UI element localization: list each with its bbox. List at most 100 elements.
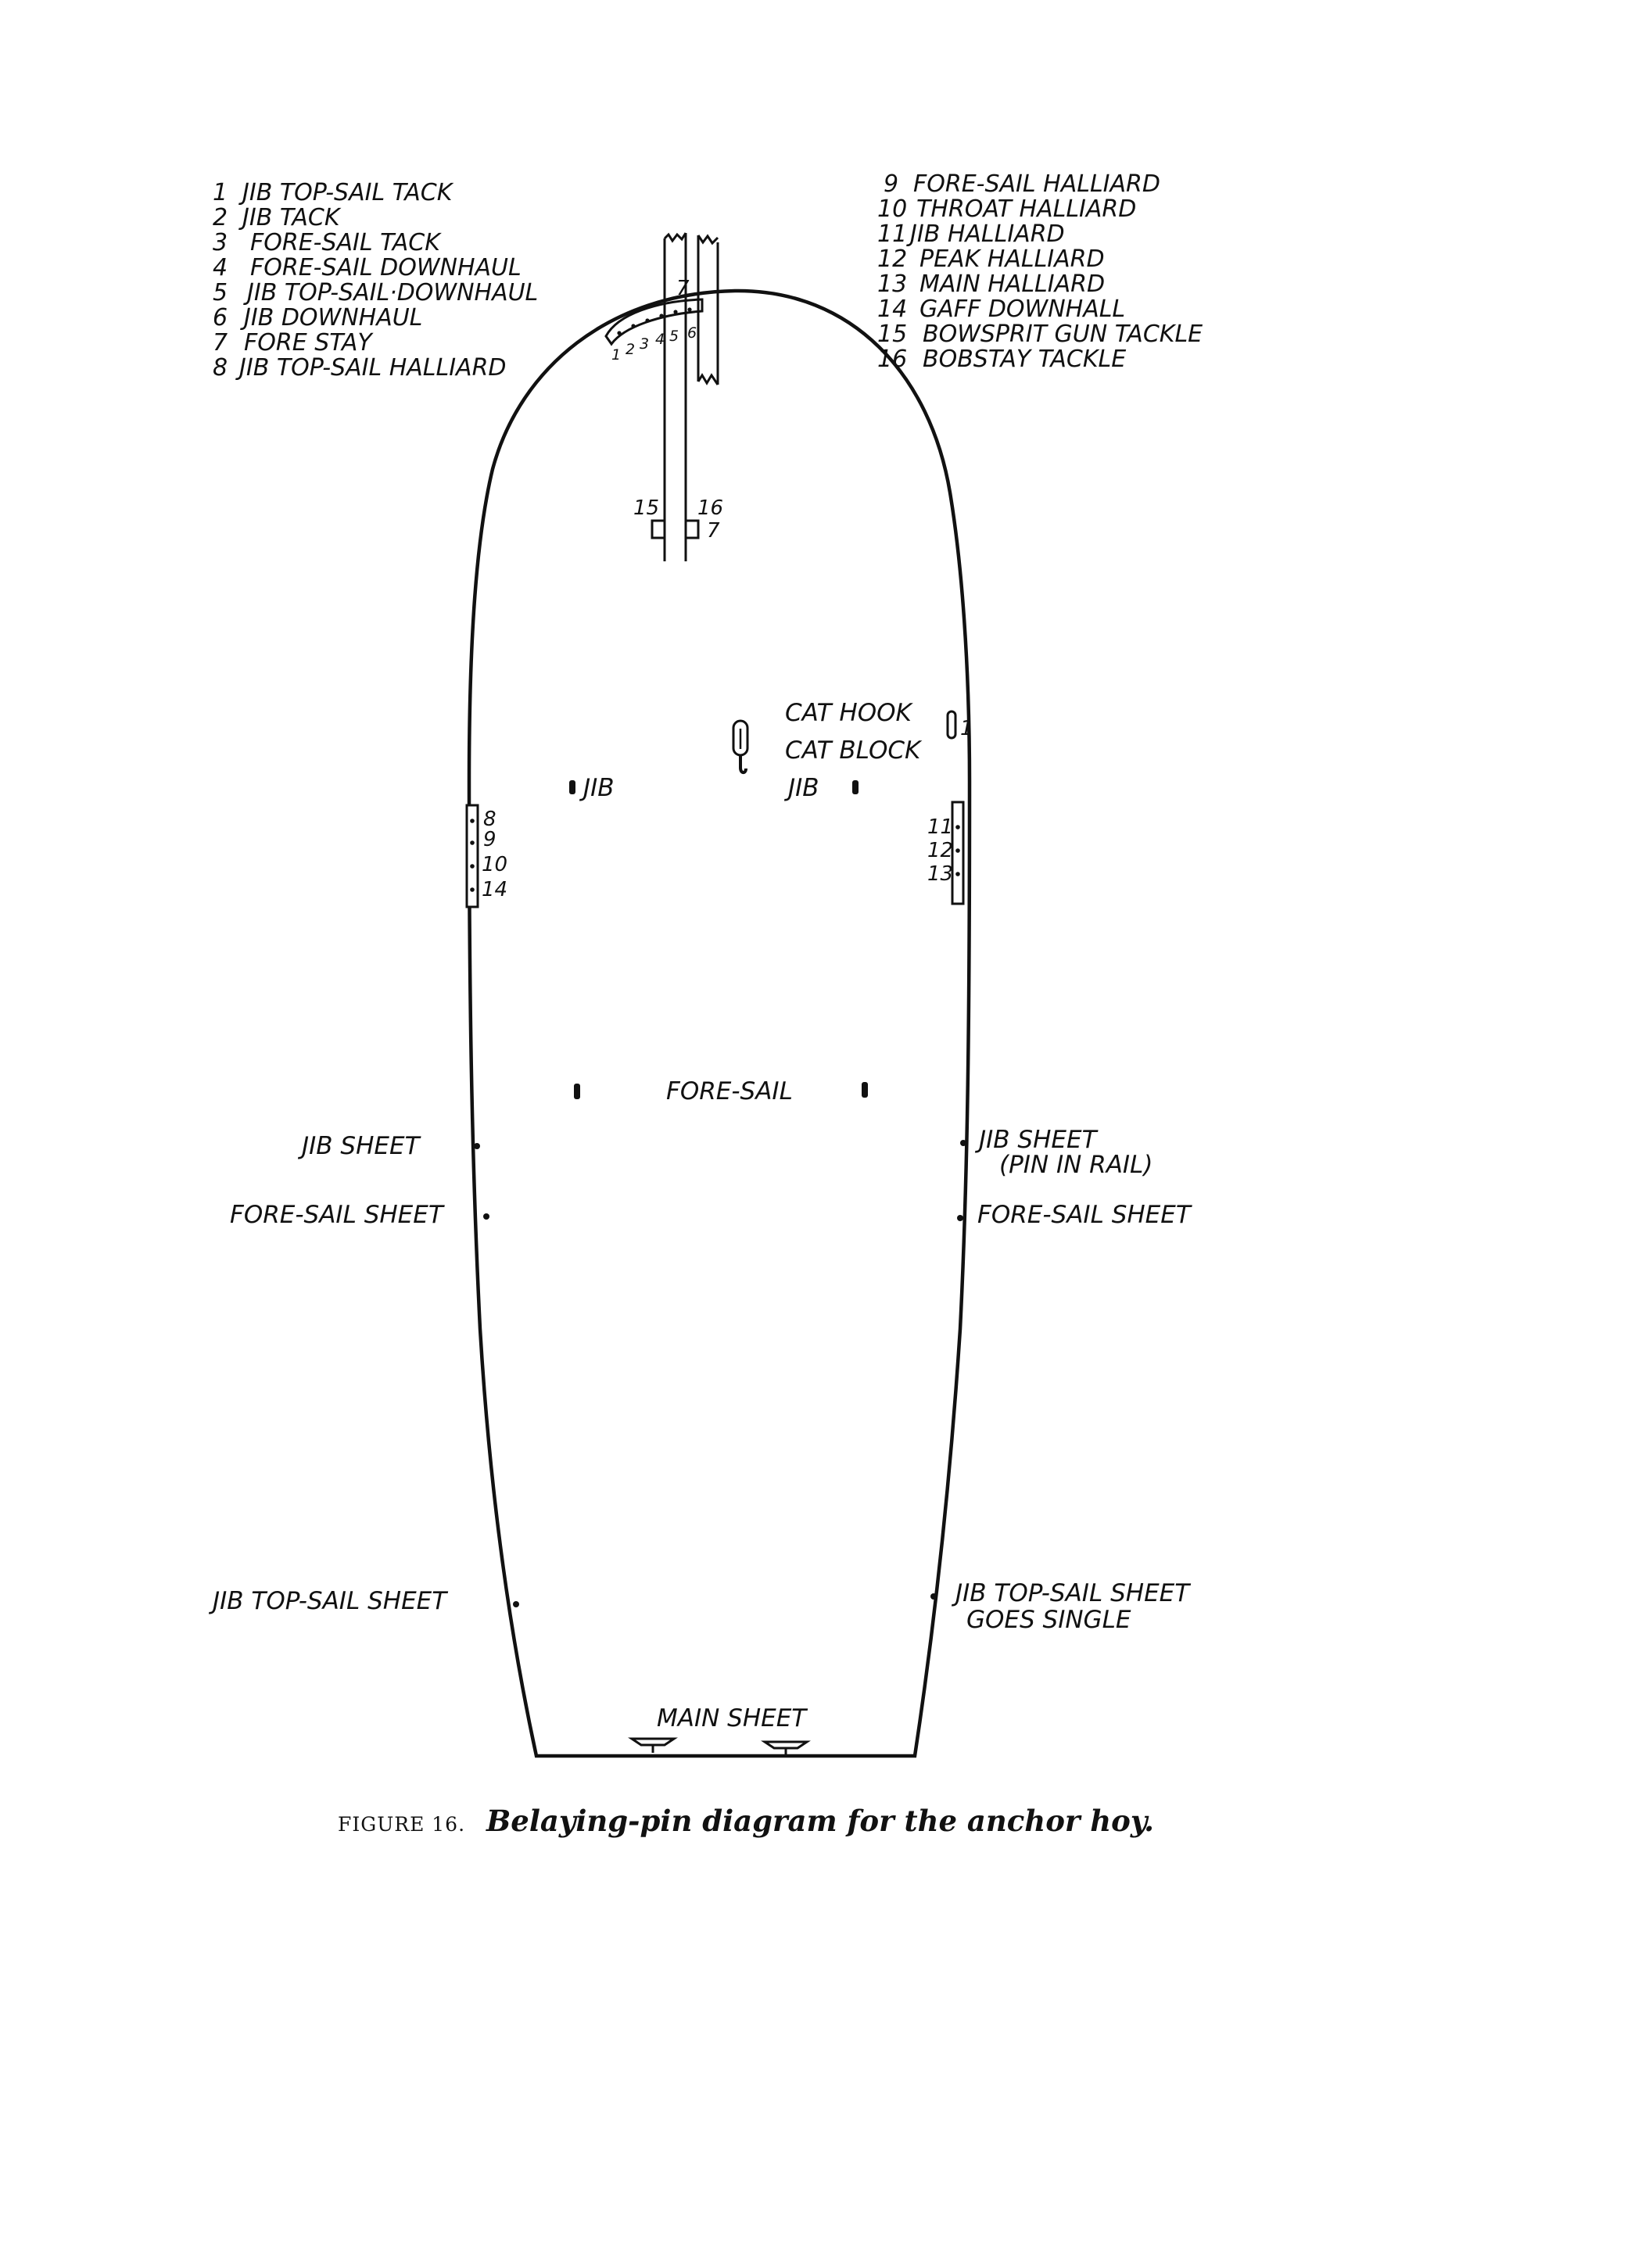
starboard-bow-pin (946, 710, 957, 740)
legend-left: 1 JIB TOP-SAIL TACK 2 JIB TACK 3 FORE-SA… (213, 179, 538, 382)
figure-caption: FIGURE 16. Belaying-pin diagram for the … (338, 1804, 1154, 1838)
right-jib-top-sail-sheet-pin (930, 1593, 937, 1600)
jib-pin-right (852, 780, 859, 794)
legend-left-number: 4 (213, 254, 228, 281)
bitt-number: 6 (687, 324, 697, 342)
caption-title: Belaying-pin diagram for the anchor hoy. (486, 1804, 1154, 1838)
legend-left-label: JIB TACK (238, 204, 342, 231)
starboard-rail-number: 13 (927, 862, 953, 886)
rail-pin (955, 848, 960, 853)
port-rail-number: 14 (482, 878, 507, 901)
legend-left-label: FORE-SAIL DOWNHAUL (250, 254, 522, 281)
bitt-pins (617, 307, 692, 335)
port-pin-rail (465, 804, 479, 908)
legend-right-number: 12 (877, 245, 907, 273)
bowsprit-stay-number: 7 (676, 277, 690, 300)
legend-left-label: JIB TOP-SAIL·DOWNHAUL (243, 279, 538, 306)
legend-right-label: THROAT HALLIARD (916, 195, 1136, 223)
legend-left-number: 8 (213, 354, 228, 382)
left-fore-sail-sheet-pin (483, 1213, 489, 1220)
left-jib-sheet-pin (474, 1143, 480, 1149)
bowsprit-timber-left (663, 232, 687, 561)
left-jib-top-sail-sheet-pin (513, 1601, 519, 1607)
bitt-number: 4 (655, 331, 665, 348)
legend-left-number: 3 (213, 229, 228, 256)
port-rail-number: 8 (483, 808, 496, 831)
fore-sail-pin-left (574, 1084, 580, 1099)
starboard-rail: 11 12 13 (927, 801, 965, 905)
legend-right-number: 9 (884, 170, 898, 198)
legend-left-label: FORE-SAIL TACK (250, 229, 442, 256)
bowsprit-left-post (651, 519, 666, 539)
bitt-numbers: 1 2 3 4 5 6 (611, 324, 697, 364)
main-sheet-label: MAIN SHEET (657, 1704, 808, 1732)
legend-left-label: JIB TOP-SAIL HALLIARD (235, 354, 507, 382)
right-fore-sail-sheet-label: FORE-SAIL SHEET (977, 1201, 1192, 1229)
bowsprit-bitt (604, 298, 704, 346)
rail-pin (470, 864, 475, 869)
legend-right-number: 13 (877, 271, 907, 298)
bowsprit-timber-right (697, 234, 719, 385)
legend-right-label: JIB HALLIARD (906, 220, 1065, 248)
legend-left-number: 1 (213, 179, 228, 206)
port-rail-number: 10 (482, 853, 507, 876)
left-fore-sail-sheet-label: FORE-SAIL SHEET (230, 1201, 445, 1229)
left-jib-sheet-label: JIB SHEET (297, 1132, 421, 1160)
bitt-pin (673, 310, 678, 314)
legend-left-label: FORE STAY (244, 329, 374, 357)
bowsprit-right-post (684, 519, 700, 539)
rail-pin (470, 840, 475, 845)
fore-sail-pin-right (862, 1082, 868, 1098)
bitt-number: 2 (626, 341, 635, 358)
port-rail-number: 9 (483, 828, 496, 851)
main-sheet-cleats (628, 1737, 811, 1756)
legend-right-label: BOWSPRIT GUN TACKLE (923, 321, 1203, 348)
main-sheet-cleat-right (761, 1740, 811, 1750)
bitt-number: 1 (611, 346, 621, 364)
legend-right-label: FORE-SAIL HALLIARD (913, 170, 1160, 198)
cat-hook (732, 719, 749, 775)
bitt-pin (645, 318, 650, 323)
rail-pin (470, 887, 475, 892)
bowsprit-right-post-number: 16 (697, 496, 723, 520)
bitt-pin (617, 331, 622, 335)
legend-right-number: 10 (877, 195, 907, 223)
legend-right: 9 FORE-SAIL HALLIARD 10 THROAT HALLIARD … (877, 170, 1203, 373)
left-jib-top-sail-sheet-label: JIB TOP-SAIL SHEET (208, 1587, 448, 1615)
right-jib-sheet-pin (960, 1140, 966, 1146)
cat-hook-label: CAT HOOK (785, 699, 913, 727)
bowsprit-left-post-number: 15 (633, 496, 659, 520)
legend-left-number: 2 (213, 204, 228, 231)
rail-pin (955, 825, 960, 829)
legend-right-label: MAIN HALLIARD (919, 271, 1105, 298)
right-fore-sail-sheet-pin (957, 1215, 963, 1221)
bitt-pin (659, 314, 664, 318)
legend-left-number: 5 (213, 279, 228, 306)
starboard-rail-number: 11 (927, 815, 953, 839)
legend-right-number: 14 (877, 296, 907, 323)
bitt-pin (631, 324, 636, 328)
jib-right-label: JIB (783, 774, 819, 802)
cat-block-label: CAT BLOCK (785, 736, 923, 765)
jib-pin-left (569, 780, 575, 794)
legend-left-number: 6 (213, 304, 228, 331)
legend-left-label: JIB TOP-SAIL TACK (238, 179, 454, 206)
bowsprit-right-post-stay-number: 7 (707, 519, 720, 543)
right-jib-top-sail-sheet-label: JIB TOP-SAIL SHEET (951, 1579, 1191, 1607)
jib-left-label: JIB (579, 774, 615, 802)
legend-left-number: 7 (213, 329, 228, 357)
bitt-number: 3 (640, 335, 649, 353)
legend-left-label: JIB DOWNHAUL (240, 304, 422, 331)
caption-label: FIGURE 16. (338, 1813, 465, 1836)
right-jib-sheet-label: JIB SHEET (974, 1126, 1099, 1154)
starboard-pin-rail (951, 801, 965, 905)
fore-sail-label: FORE-SAIL (666, 1077, 793, 1105)
hull-outline (467, 288, 972, 1758)
legend-right-label: BOBSTAY TACKLE (923, 346, 1126, 373)
rail-pin (470, 819, 475, 823)
legend-right-label: GAFF DOWNHALL (919, 296, 1125, 323)
starboard-rail-number: 12 (927, 839, 953, 862)
bitt-number: 5 (669, 328, 679, 345)
right-jib-top-sail-note: GOES SINGLE (966, 1606, 1131, 1634)
